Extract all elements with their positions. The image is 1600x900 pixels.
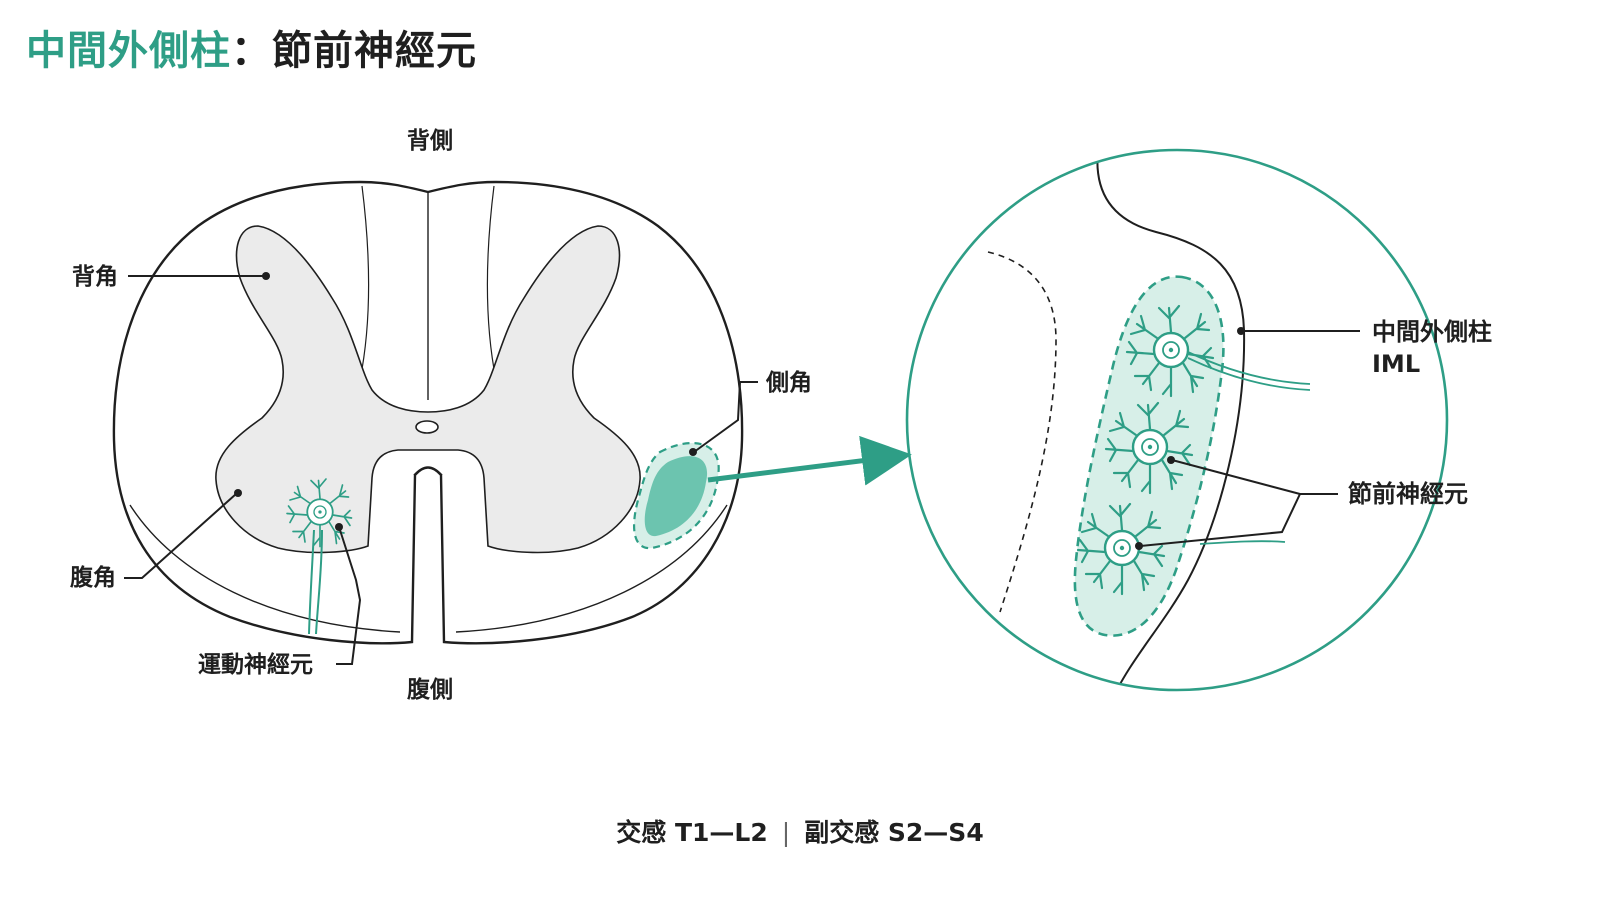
preganglionic-label: 節前神經元 xyxy=(1348,480,1468,508)
title-main: 節前神經元 xyxy=(272,28,477,74)
parasympathetic-range: 副交感 S2—S4 xyxy=(804,818,984,847)
lateral-horn-fill xyxy=(644,456,708,537)
motor-neuron-label: 運動神經元 xyxy=(198,651,313,678)
footer-caption: 交感 T1—L2 | 副交感 S2—S4 xyxy=(0,813,1600,849)
dorsal-label: 背側 xyxy=(407,128,453,154)
title-separator: ： xyxy=(231,28,272,74)
magnified-view: 中間外側柱 IML 節前神經元 xyxy=(905,148,1492,692)
sympathetic-range: 交感 T1—L2 xyxy=(616,818,768,847)
lateral-horn-label: 側角 xyxy=(765,369,812,396)
page-title: 中間外側柱：節前神經元 xyxy=(26,18,477,76)
footer-divider: | xyxy=(781,818,791,847)
ventral-label: 腹側 xyxy=(407,676,453,703)
grey-matter xyxy=(215,225,641,554)
spinal-cord-cross-section: 背側 腹側 背角 腹角 側角 運動神經元 xyxy=(70,128,912,703)
central-canal xyxy=(415,420,439,434)
zoom-arrow xyxy=(707,435,912,486)
dorsal-horn-label: 背角 xyxy=(72,263,118,290)
iml-label-line2: IML xyxy=(1372,350,1420,378)
motor-neuron xyxy=(286,478,353,635)
iml-label-line1: 中間外側柱 xyxy=(1372,318,1492,346)
magnifier-circle xyxy=(905,148,1449,692)
title-highlight: 中間外側柱 xyxy=(26,28,231,74)
ventral-horn-label: 腹角 xyxy=(70,564,116,591)
